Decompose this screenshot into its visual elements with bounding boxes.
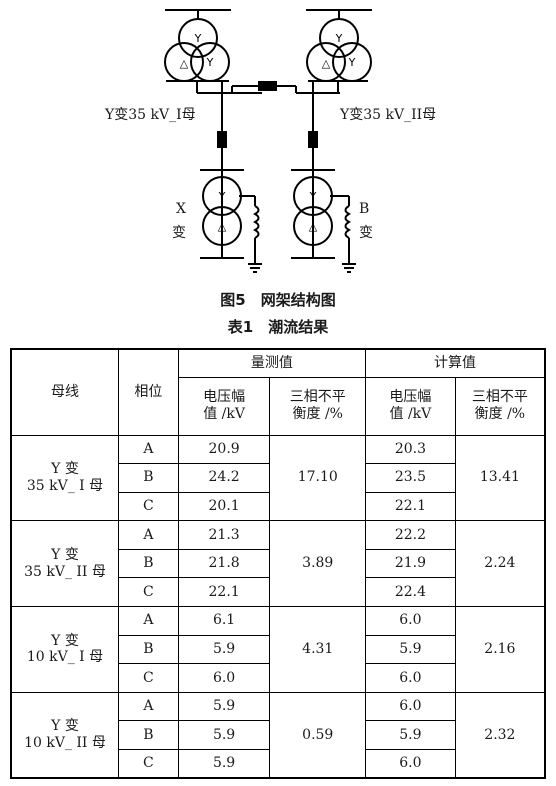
figure-caption: 图5 网架结构图: [220, 291, 336, 309]
measured-voltage-cell: 6.0: [177, 663, 271, 693]
calculated-unbalance-cell: 2.32: [454, 691, 546, 779]
header-measured: 量测值: [177, 348, 367, 378]
calculated-voltage-cell: 6.0: [365, 663, 456, 693]
network-diagram: Y △ Y Y △ Y Y △ Y △: [164, 9, 372, 273]
phase-cell: C: [118, 749, 179, 779]
measured-unbalance-cell: 17.10: [269, 434, 367, 522]
calculated-voltage-cell: 22.2: [365, 520, 456, 550]
measured-unbalance-cell: 4.31: [269, 606, 367, 693]
header-unbalance: 三相不平衡度 /%: [269, 376, 367, 436]
calculated-voltage-cell: 5.9: [365, 634, 456, 665]
star-symbol: Y: [309, 190, 317, 203]
star-symbol: Y: [348, 56, 356, 69]
star-symbol: Y: [206, 56, 214, 69]
phase-cell: C: [118, 491, 179, 522]
delta-symbol: △: [218, 220, 227, 233]
measured-voltage-cell: 5.9: [177, 720, 271, 751]
calculated-unbalance-cell: 2.24: [454, 520, 546, 608]
measured-voltage-cell: 6.1: [177, 606, 271, 636]
measured-voltage-cell: 20.1: [177, 491, 271, 522]
measured-voltage-cell: 5.9: [177, 634, 271, 665]
delta-symbol: △: [180, 57, 189, 70]
b-transformer-label: B: [359, 201, 370, 217]
phase-cell: C: [118, 663, 179, 693]
star-symbol: Y: [218, 190, 226, 203]
delta-symbol: △: [322, 57, 331, 70]
header-phase: 相位: [118, 348, 179, 436]
phase-cell: B: [118, 634, 179, 665]
measured-unbalance-cell: 0.59: [269, 691, 367, 779]
calculated-voltage-cell: 22.1: [365, 491, 456, 522]
header-voltage: 电压幅值 /kV: [177, 376, 271, 436]
calculated-voltage-cell: 6.0: [365, 606, 456, 636]
x-transformer-label: 变: [172, 225, 186, 241]
calculated-voltage-cell: 23.5: [365, 463, 456, 493]
measured-unbalance-cell: 3.89: [269, 520, 367, 608]
measured-voltage-cell: 22.1: [177, 577, 271, 608]
star-symbol: Y: [194, 32, 202, 45]
phase-cell: A: [118, 520, 179, 550]
calculated-voltage-cell: 22.4: [365, 577, 456, 608]
measured-voltage-cell: 21.8: [177, 548, 271, 579]
measured-voltage-cell: 21.3: [177, 520, 271, 550]
phase-cell: A: [118, 691, 179, 722]
calculated-voltage-cell: 21.9: [365, 548, 456, 579]
phase-cell: B: [118, 720, 179, 751]
phase-cell: B: [118, 463, 179, 493]
header-unbalance: 三相不平衡度 /%: [454, 376, 546, 436]
calculated-voltage-cell: 6.0: [365, 749, 456, 779]
phase-cell: C: [118, 577, 179, 608]
calculated-unbalance-cell: 13.41: [454, 434, 546, 522]
header-voltage: 电压幅值 /kV: [365, 376, 456, 436]
star-symbol: Y: [335, 32, 343, 45]
header-bus: 母线: [10, 348, 120, 436]
header-calculated: 计算值: [365, 348, 546, 378]
phase-cell: A: [118, 434, 179, 465]
b-transformer-label: 变: [359, 225, 373, 241]
measured-voltage-cell: 5.9: [177, 749, 271, 779]
measured-voltage-cell: 5.9: [177, 691, 271, 722]
calculated-unbalance-cell: 2.16: [454, 606, 546, 693]
calculated-voltage-cell: 5.9: [365, 720, 456, 751]
bus-label-left: Y变35 kV_I母: [105, 107, 196, 123]
x-transformer-label: X: [176, 201, 186, 217]
measured-voltage-cell: 24.2: [177, 463, 271, 493]
power-flow-table: 母线 相位 量测值 计算值 电压幅值 /kV 三相不平衡度 /% 电压幅值 /k…: [10, 348, 546, 780]
calculated-voltage-cell: 6.0: [365, 691, 456, 722]
calculated-voltage-cell: 20.3: [365, 434, 456, 465]
delta-symbol: △: [309, 220, 318, 233]
phase-cell: B: [118, 548, 179, 579]
table-caption: 表1 潮流结果: [227, 318, 329, 336]
measured-voltage-cell: 20.9: [177, 434, 271, 465]
phase-cell: A: [118, 606, 179, 636]
bus-label-right: Y变35 kV_II母: [340, 107, 437, 123]
